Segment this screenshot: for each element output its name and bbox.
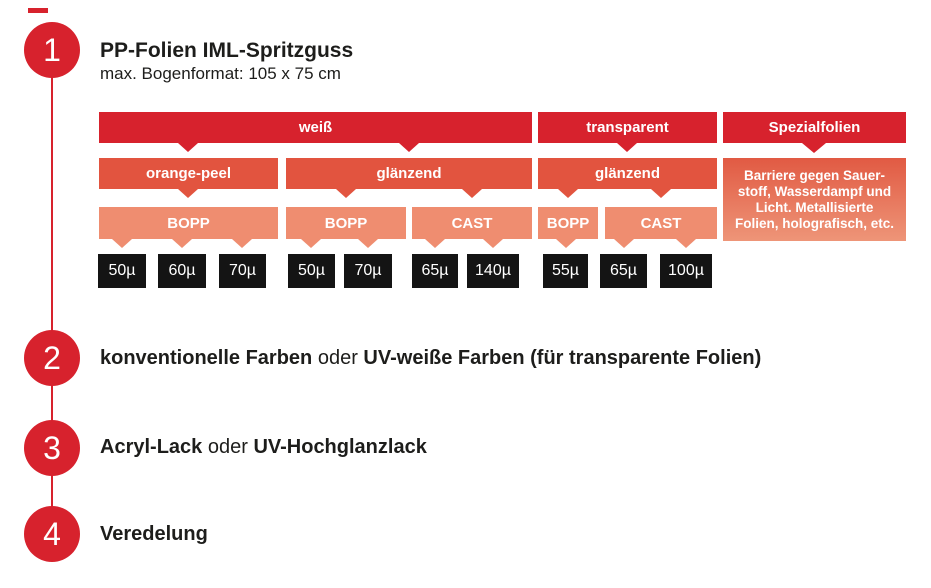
step-4-text-bold-1: Veredelung <box>100 523 208 545</box>
connector-arrow <box>556 239 576 248</box>
connector-arrow <box>802 143 826 153</box>
thickness-value: 55µ <box>543 254 588 288</box>
thickness-value: 60µ <box>158 254 206 288</box>
step-3-text-mid: oder <box>202 436 254 458</box>
node-glaenzend-weiss-label: glänzend <box>376 165 442 182</box>
thickness-value: 65µ <box>412 254 458 288</box>
connector-arrow <box>425 239 445 248</box>
step-badge-1: 1 <box>24 22 80 78</box>
step-number-2: 2 <box>43 340 61 376</box>
node-glaenzend-transparent-label: glänzend <box>594 165 660 182</box>
step-3-label: Acryl-Lack oder UV-Hochglanzlack <box>100 435 427 459</box>
node-cast-transparent: CAST <box>605 207 717 248</box>
thickness-value: 65µ <box>600 254 647 288</box>
spezialfolien-info-line: Barriere gegen Sauer- <box>743 167 886 183</box>
node-bopp-label: BOPP <box>546 214 590 232</box>
step-3-text-bold-1: Acryl-Lack <box>100 436 203 458</box>
node-spezialfolien: Spezialfolien <box>723 112 906 153</box>
thickness-value: 100µ <box>660 254 712 288</box>
step-2-text-bold-2: UV-weiße Farben (für transparente Folien… <box>363 347 762 369</box>
connector-arrow <box>558 189 578 198</box>
node-bopp-transparent: BOPP <box>538 207 598 248</box>
step-2-text-mid: oder <box>312 347 364 369</box>
thickness-value: 70µ <box>344 254 392 288</box>
step-4-label: Veredelung <box>100 522 208 546</box>
connector-arrow <box>358 239 378 248</box>
node-glaenzend-transparent: glänzend <box>538 158 717 198</box>
node-spezialfolien-info: Barriere gegen Sauer- stoff, Wasserdampf… <box>723 158 906 241</box>
node-cast-label: CAST <box>451 214 493 232</box>
connector-arrow <box>178 143 198 152</box>
node-bopp-label: BOPP <box>324 214 368 232</box>
step-badge-3: 3 <box>24 420 80 476</box>
step-badge-2: 2 <box>24 330 80 386</box>
step-number-4: 4 <box>43 516 61 552</box>
connector-arrow <box>336 189 356 198</box>
step-badge-4: 4 <box>24 506 80 562</box>
node-weiss-label: weiß <box>298 119 333 136</box>
connector-arrow <box>178 189 198 198</box>
connector-arrow <box>232 239 252 248</box>
connector-arrow <box>399 143 419 152</box>
node-orange-peel-label: orange-peel <box>145 165 232 182</box>
node-transparent: transparent <box>538 112 717 152</box>
step-1-heading: PP-Folien IML-Spritzguss max. Bogenforma… <box>100 39 353 84</box>
thickness-value: 140µ <box>467 254 519 288</box>
spezialfolien-info-line: stoff, Wasserdampf und <box>737 183 892 199</box>
node-weiss: weiß <box>99 112 532 152</box>
thickness-value: 50µ <box>98 254 146 288</box>
node-glaenzend-weiss: glänzend <box>286 158 532 198</box>
connector-arrow <box>614 239 634 248</box>
top-edge-dash <box>28 8 48 13</box>
connector-arrow <box>172 239 192 248</box>
step-number-1: 1 <box>43 32 61 68</box>
node-bopp-glaenzend-weiss: BOPP <box>286 207 406 248</box>
diagram-subtitle: max. Bogenformat: 105 x 75 cm <box>100 64 341 83</box>
step-2-label: konventionelle Farben oder UV-weiße Farb… <box>100 346 761 370</box>
step-3-text-bold-2: UV-Hochglanzlack <box>253 436 427 458</box>
thickness-value: 70µ <box>219 254 266 288</box>
spezialfolien-info-line: Licht. Metallisierte <box>755 199 874 215</box>
node-bopp-orange-peel: BOPP <box>99 207 278 248</box>
connector-arrow <box>112 239 132 248</box>
step-2-text-bold-1: konventionelle Farben <box>100 347 313 369</box>
connector-arrow <box>462 189 482 198</box>
connector-arrow <box>301 239 321 248</box>
diagram-title: PP-Folien IML-Spritzguss <box>100 39 354 62</box>
connector-arrow <box>651 189 671 198</box>
node-cast-label: CAST <box>640 214 682 232</box>
node-bopp-label: BOPP <box>167 214 210 232</box>
spezialfolien-info-line: Folien, holografisch, etc. <box>734 215 895 231</box>
node-transparent-label: transparent <box>586 119 669 136</box>
connector-arrow <box>676 239 696 248</box>
node-spezialfolien-label: Spezialfolien <box>768 119 861 136</box>
node-cast-glaenzend-weiss: CAST <box>412 207 532 248</box>
connector-arrow <box>617 143 637 152</box>
step-number-3: 3 <box>43 430 61 466</box>
timeline-connector-line <box>51 50 53 534</box>
node-orange-peel: orange-peel <box>99 158 278 198</box>
thickness-value: 50µ <box>288 254 335 288</box>
connector-arrow <box>483 239 503 248</box>
